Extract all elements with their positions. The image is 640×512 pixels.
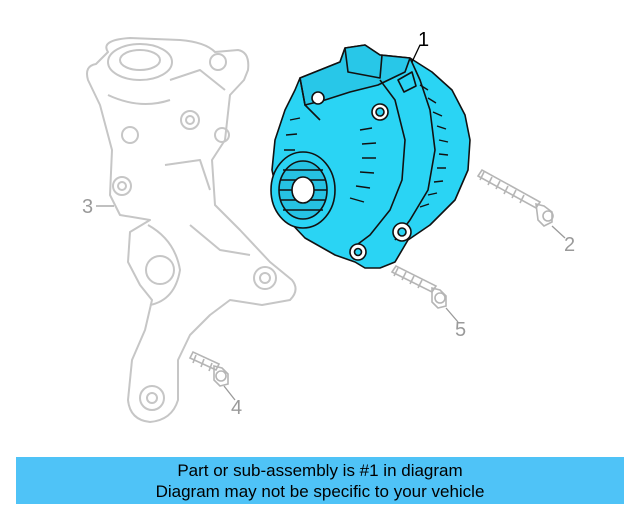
callout-4[interactable]: 4 <box>231 397 242 419</box>
leader-line-2 <box>551 225 566 239</box>
leader-line-1 <box>411 44 421 63</box>
callout-3[interactable]: 3 <box>82 196 93 218</box>
bolt-part-4[interactable] <box>188 350 229 387</box>
bolt-part-5[interactable] <box>390 264 447 309</box>
banner-line-part-number: Part or sub-assembly is #1 in diagram <box>177 461 463 480</box>
alternator-part-1[interactable] <box>270 44 471 269</box>
banner-line-disclaimer: Diagram may not be specific to your vehi… <box>155 482 485 501</box>
leader-line-5 <box>445 307 459 323</box>
bolt-part-2[interactable] <box>476 168 554 227</box>
parts-diagram: 1 2 3 4 5 <box>82 29 575 423</box>
callout-1[interactable]: 1 <box>418 29 429 51</box>
info-banner: Part or sub-assembly is #1 in diagram Di… <box>16 457 624 504</box>
callout-5[interactable]: 5 <box>455 319 466 341</box>
callout-2[interactable]: 2 <box>564 234 575 256</box>
leader-line-4 <box>223 385 236 401</box>
leader-lines <box>96 44 566 401</box>
bracket-part-3[interactable] <box>86 37 297 423</box>
